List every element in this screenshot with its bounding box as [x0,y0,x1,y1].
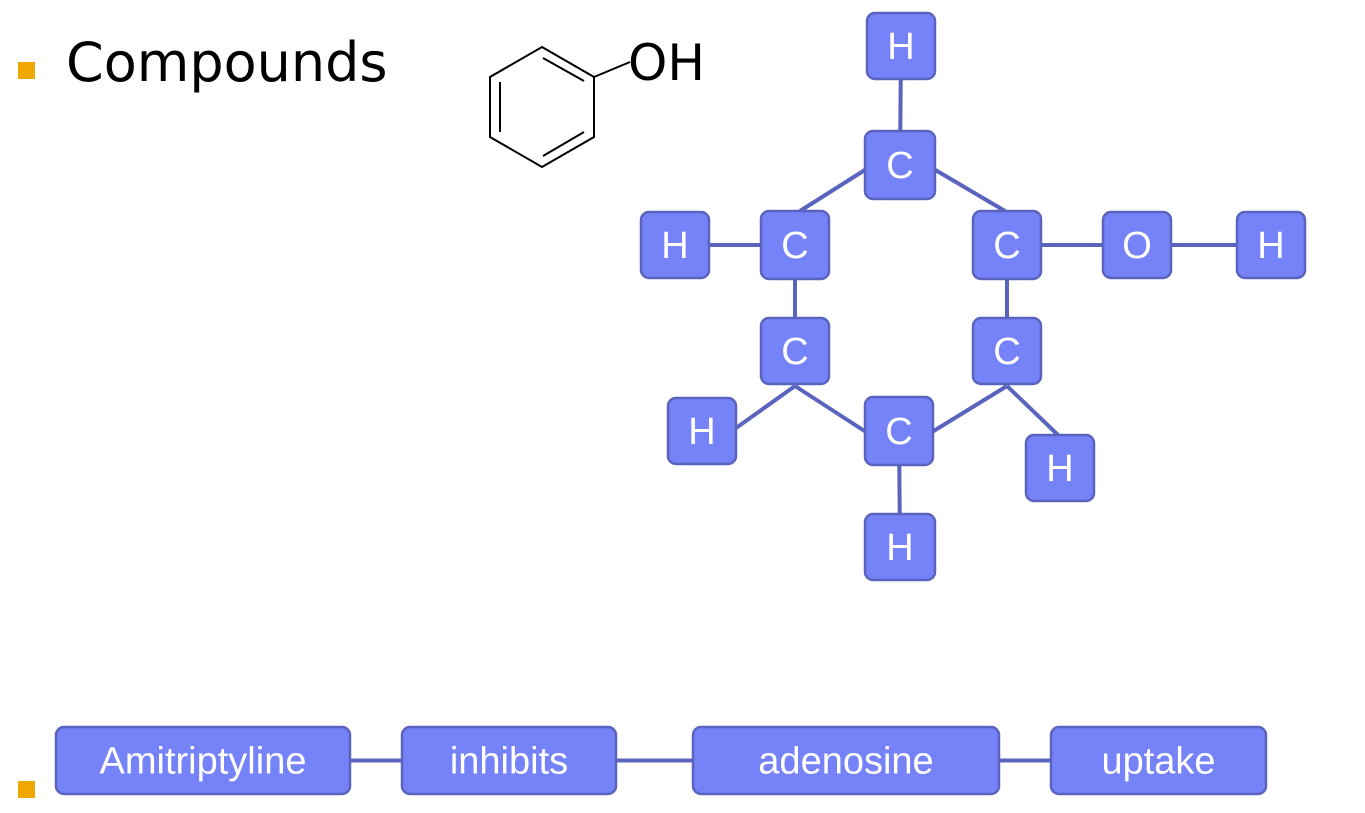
graph-edges [203,45,1271,763]
mol-node-c2: C [759,209,831,281]
mol-node-box [1101,210,1173,280]
heading-compounds: Compounds [66,31,388,94]
mol-node-box [863,512,937,582]
mol-node-box [759,316,831,386]
mol-node-box [1024,433,1096,503]
phrase-node-box [400,725,618,796]
phrase-node-box [54,725,352,796]
mol-edge-c4-h4 [734,384,797,430]
mol-node-c4: C [759,316,831,386]
mol-edge-c1-c3 [930,166,1007,213]
mol-node-box [971,209,1043,281]
bullet-sentence [18,781,35,798]
mol-node-label: C [886,145,913,187]
mol-node-label: C [781,225,808,267]
mol-node-c5: C [971,316,1043,386]
phenol-skeletal-structure [489,45,631,169]
mol-node-label: C [885,411,912,453]
mol-node-h4: H [666,396,738,466]
mol-node-label: H [887,26,914,68]
mol-node-h2: H [639,210,711,280]
mol-node-box [666,396,738,466]
mol-edge-c5-h5 [1005,384,1060,437]
hydroxyl-label: OH [628,34,705,92]
mol-node-box [971,316,1043,386]
mol-node-label: H [688,411,715,453]
phrase-node-label: uptake [1101,741,1215,783]
mol-node-label: H [1257,225,1284,267]
mol-node-label: C [781,331,808,373]
phrase-node-box [691,725,1001,796]
mol-node-box [865,11,937,81]
phrase-node-box [1049,725,1268,796]
mol-node-h6: H [863,512,937,582]
mol-node-label: C [993,225,1020,267]
mol-node-o1: O [1101,210,1173,280]
ring-inner-bond-top [542,57,585,82]
mol-node-label: O [1122,225,1152,267]
phrase-node-w1: Amitriptyline [54,725,352,796]
mol-node-box [863,129,937,201]
mol-node-label: H [661,225,688,267]
mol-node-h1: H [865,11,937,81]
mol-node-c6: C [863,395,935,467]
phrase-node-label: inhibits [450,741,568,783]
mol-node-h5: H [1024,433,1096,503]
mol-node-h3: H [1235,210,1307,280]
mol-edge-c5-c6 [930,384,1009,434]
phrase-node-w3: adenosine [691,725,1001,796]
hydroxyl-bond [593,61,631,78]
phrase-node-label: Amitriptyline [100,741,307,783]
benzene-ring [489,45,595,169]
mol-node-box [1235,210,1307,280]
mol-node-box [639,210,711,280]
mol-node-label: C [993,331,1020,373]
mol-node-box [759,209,831,281]
mol-node-box [863,395,935,467]
phrase-node-label: adenosine [758,741,933,783]
mol-node-label: H [1046,448,1073,490]
ring-inner-bond-right [542,131,585,157]
mol-node-label: H [886,527,913,569]
phrase-node-w4: uptake [1049,725,1268,796]
mol-node-c1: C [863,129,937,201]
bullet-compounds [18,62,35,79]
mol-node-c3: C [971,209,1043,281]
mol-edge-c1-c2 [798,166,870,213]
mol-edge-c4-c6 [793,384,868,434]
phrase-node-w2: inhibits [400,725,618,796]
